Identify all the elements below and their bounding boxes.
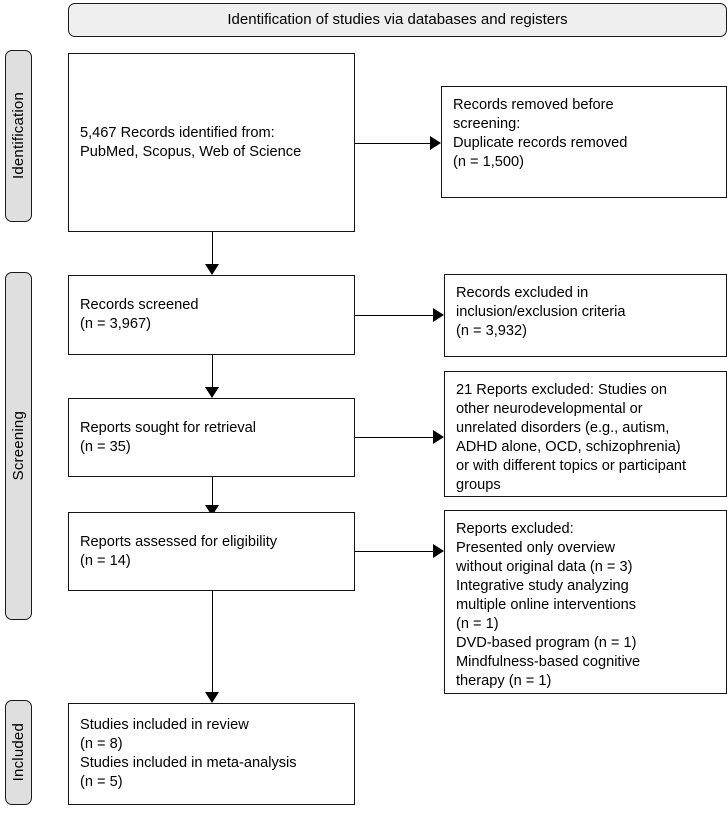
node-records-screened: Records screened (n = 3,967) — [68, 275, 355, 355]
stage-label-included: Included — [10, 723, 27, 782]
stage-label-screening: Screening — [10, 411, 27, 481]
arrowhead-sought-to-assessed — [205, 505, 219, 516]
node-studies-included: Studies included in review (n = 8) Studi… — [68, 703, 355, 805]
identification-banner-label: Identification of studies via databases … — [227, 11, 568, 28]
identification-banner: Identification of studies via databases … — [68, 3, 727, 37]
connector-assessed-to-excluded — [355, 551, 433, 552]
connector-screened-to-sought — [212, 355, 213, 387]
connector-sought-to-assessed — [212, 477, 213, 505]
node-records-identified: 5,467 Records identified from: PubMed, S… — [68, 53, 355, 232]
arrowhead-assessed-to-included — [205, 692, 219, 703]
arrowhead-identified-to-removed — [430, 136, 441, 150]
node-reports-excluded-eligibility-text: Reports excluded: Presented only overvie… — [456, 521, 641, 689]
node-reports-sought-text: Reports sought for retrieval (n = 35) — [80, 419, 257, 455]
stage-label-identification: Identification — [10, 92, 27, 180]
connector-assessed-to-included — [212, 591, 213, 692]
node-records-identified-text: 5,467 Records identified from: PubMed, S… — [80, 124, 302, 160]
node-records-excluded-text: Records excluded in inclusion/exclusion … — [456, 285, 626, 339]
arrowhead-sought-to-excluded — [433, 430, 444, 444]
arrowhead-assessed-to-excluded — [433, 544, 444, 558]
stage-pill-included: Included — [5, 700, 32, 805]
node-studies-included-text: Studies included in review (n = 8) Studi… — [80, 717, 297, 790]
node-reports-excluded-sought-text: 21 Reports excluded: Studies on other ne… — [456, 382, 687, 493]
arrowhead-screened-to-sought — [205, 387, 219, 398]
connector-sought-to-excluded — [355, 437, 433, 438]
node-reports-assessed-text: Reports assessed for eligibility (n = 14… — [80, 533, 278, 569]
stage-pill-identification: Identification — [5, 50, 32, 222]
arrowhead-identified-to-screened — [205, 264, 219, 275]
node-reports-sought: Reports sought for retrieval (n = 35) — [68, 398, 355, 477]
node-reports-excluded-eligibility: Reports excluded: Presented only overvie… — [444, 510, 727, 694]
connector-identified-to-removed — [355, 143, 430, 144]
stage-pill-screening: Screening — [5, 272, 32, 620]
node-reports-excluded-sought: 21 Reports excluded: Studies on other ne… — [444, 371, 727, 497]
node-records-screened-text: Records screened (n = 3,967) — [80, 297, 199, 332]
node-reports-assessed: Reports assessed for eligibility (n = 14… — [68, 512, 355, 591]
node-records-removed: Records removed before screening: Duplic… — [441, 86, 727, 198]
connector-screened-to-excluded — [355, 315, 433, 316]
connector-identified-to-screened — [212, 232, 213, 264]
node-records-excluded: Records excluded in inclusion/exclusion … — [444, 274, 727, 357]
node-records-removed-text: Records removed before screening: Duplic… — [453, 97, 628, 170]
arrowhead-screened-to-excluded — [433, 308, 444, 322]
